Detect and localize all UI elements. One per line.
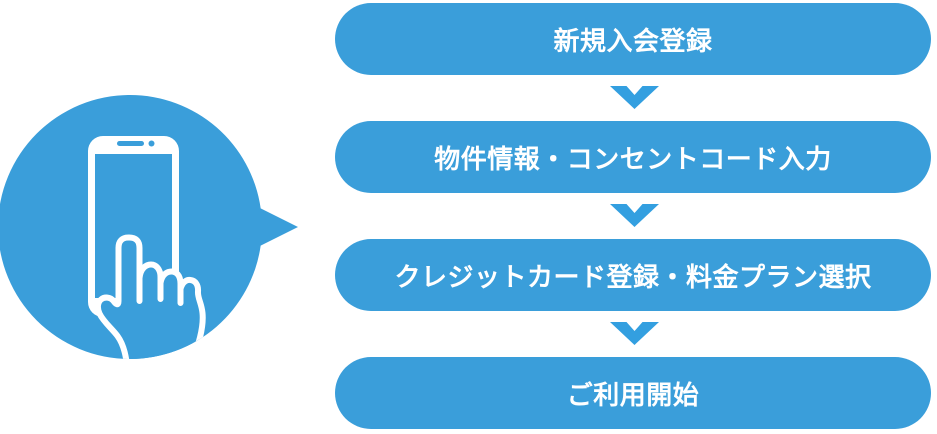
chevron-down-icon [610,86,659,109]
phone-camera-icon [148,140,155,147]
step-new-registration: 新規入会登録 [335,3,931,75]
step-credit-card-plan: クレジットカード登録・料金プラン選択 [335,239,931,311]
tap-hand-icon [94,234,206,359]
smartphone-tap-icon [0,95,298,359]
phone-speaker-icon [117,141,144,146]
step-label: 新規入会登録 [553,25,713,56]
chevron-down-icon [610,204,659,227]
step-start-service: ご利用開始 [335,357,931,429]
chevron-down-icon [610,322,659,345]
step-label: クレジットカード登録・料金プラン選択 [394,261,872,292]
step-property-info-input: 物件情報・コンセントコード入力 [335,121,931,193]
step-label: ご利用開始 [566,379,700,410]
step-label: 物件情報・コンセントコード入力 [434,143,832,174]
